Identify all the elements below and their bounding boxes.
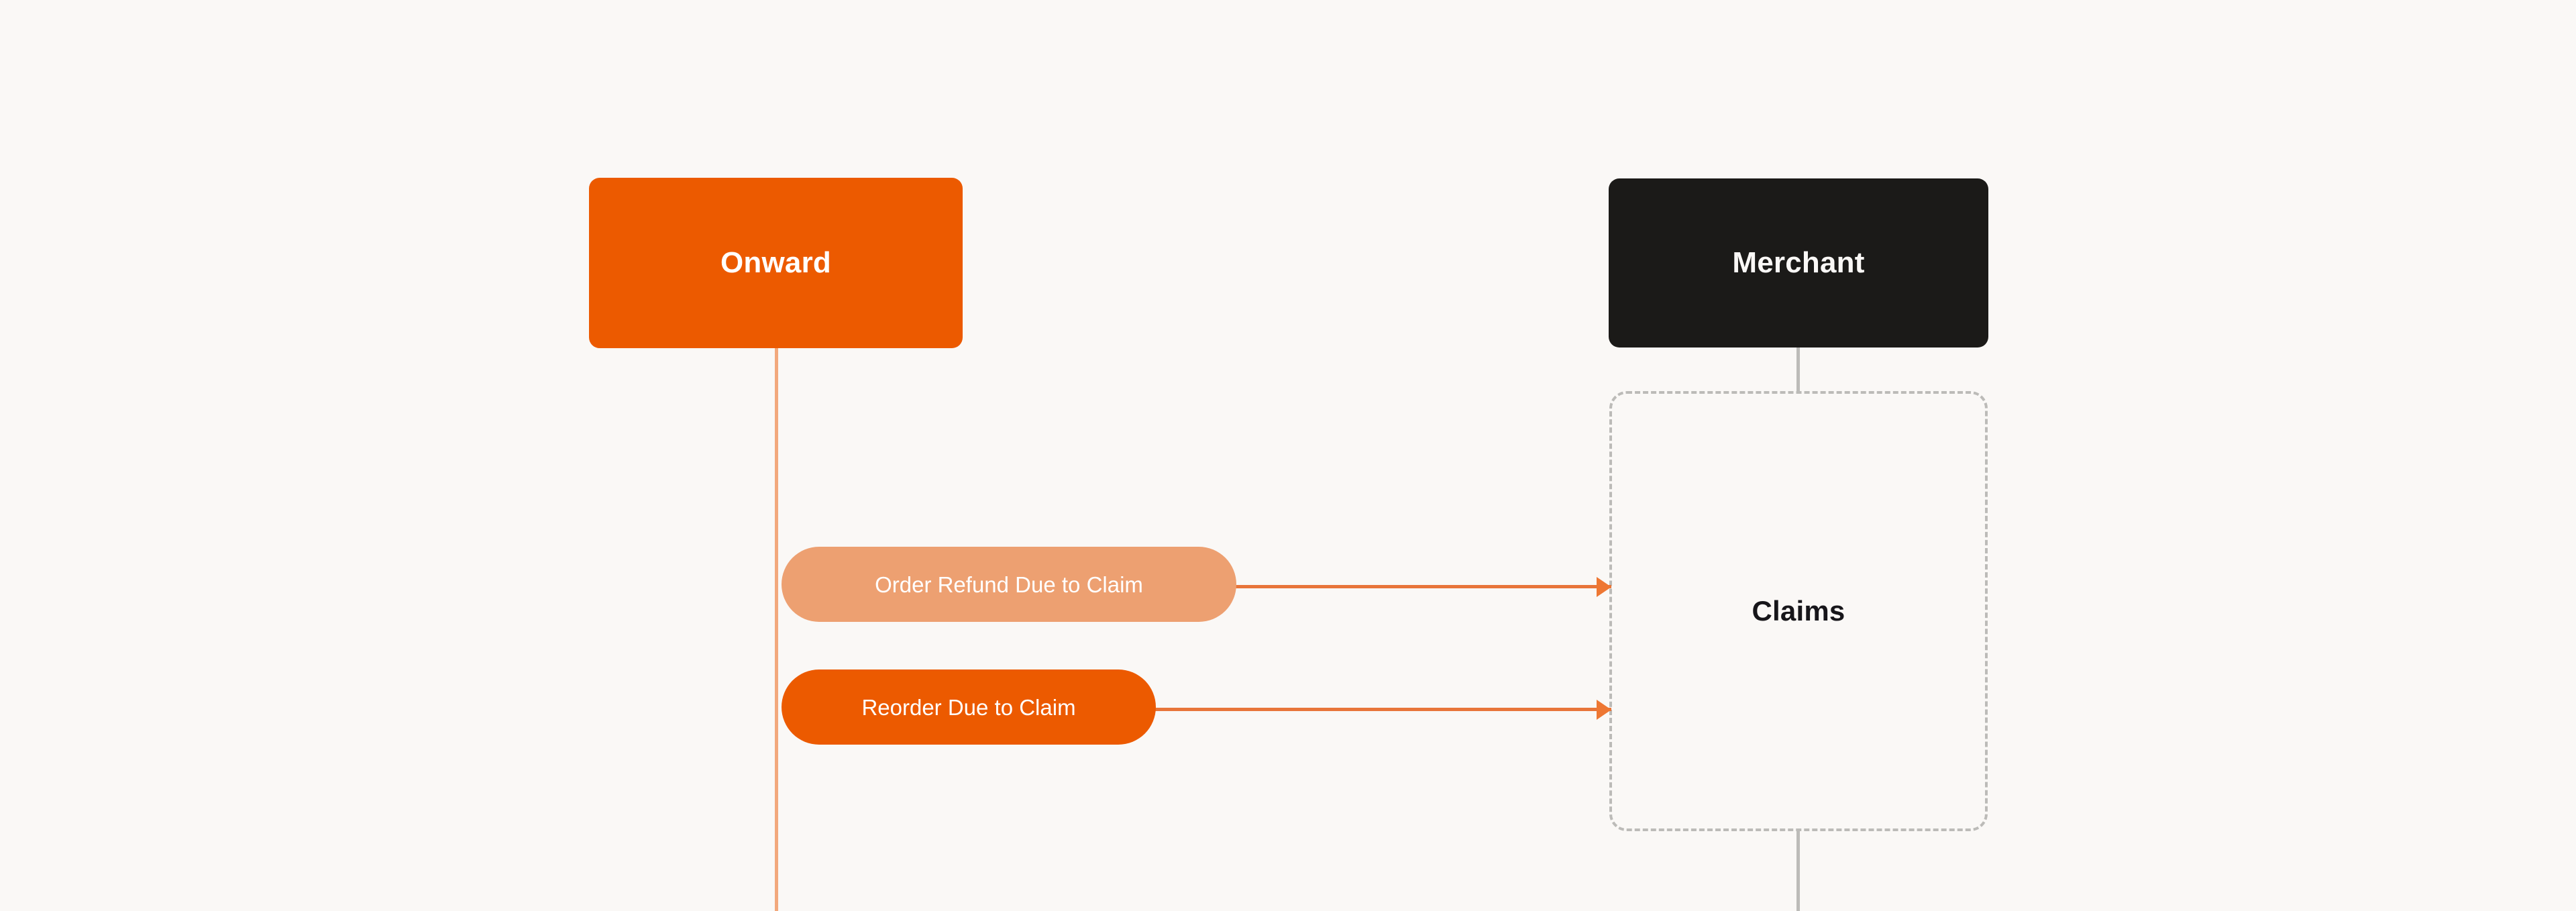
participant-merchant[interactable]: Merchant [1609,178,1988,347]
lifeline-merchant-bottom [1796,830,1800,911]
fragment-claims[interactable]: Claims [1609,391,1988,831]
arrow-head-icon-order-refund [1597,577,1611,597]
message-pill-reorder-due-to-claim[interactable]: Reorder Due to Claim [782,669,1156,745]
participant-onward-label: Onward [720,246,831,279]
participant-onward[interactable]: Onward [589,178,963,348]
message-pill-order-refund-due-to-claim[interactable]: Order Refund Due to Claim [782,547,1236,622]
lifeline-onward [775,347,778,911]
lifeline-merchant-top [1796,347,1800,392]
message-label-order-refund-due-to-claim: Order Refund Due to Claim [875,572,1143,597]
arrow-head-icon-reorder [1597,700,1611,720]
participant-merchant-label: Merchant [1732,246,1865,279]
fragment-claims-label: Claims [1752,595,1845,627]
arrow-line-order-refund [1234,585,1611,588]
message-label-reorder-due-to-claim: Reorder Due to Claim [861,694,1076,720]
arrow-line-reorder [1154,708,1611,711]
